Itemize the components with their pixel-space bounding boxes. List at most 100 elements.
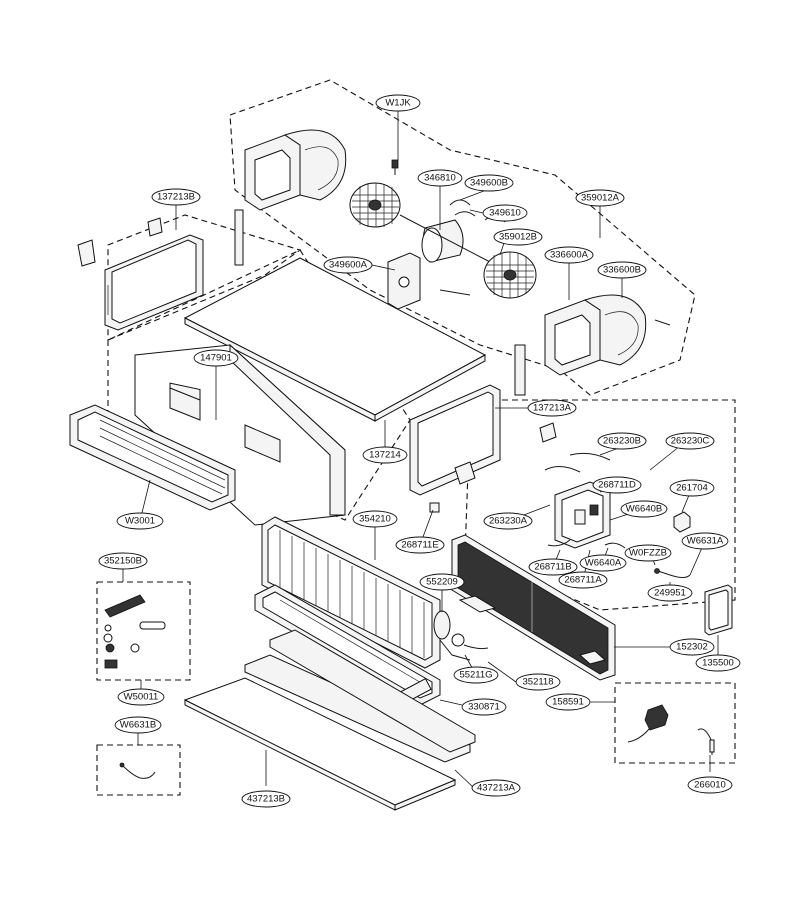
- hardware-kit-outline: [96, 581, 191, 681]
- wiring-harness: [547, 539, 691, 578]
- svg-text:137214: 137214: [369, 450, 401, 461]
- svg-text:359012B: 359012B: [499, 232, 537, 243]
- svg-text:261704: 261704: [676, 483, 708, 494]
- svg-text:W0FZZB: W0FZZB: [629, 548, 667, 559]
- label-w6640a: W6640A: [579, 554, 627, 572]
- label-349600b: 349600B: [464, 174, 514, 192]
- label-w0fzzb: W0FZZB: [624, 544, 672, 562]
- svg-text:349600B: 349600B: [470, 178, 508, 189]
- label-268711d: 268711D: [592, 476, 642, 494]
- label-268711b: 268711B: [528, 558, 578, 576]
- duct-frame: [69, 404, 236, 511]
- svg-text:W6640A: W6640A: [585, 558, 622, 569]
- svg-text:268711B: 268711B: [534, 562, 571, 573]
- label-268711e: 268711E: [395, 536, 445, 554]
- label-w6631b: W6631B: [114, 716, 162, 734]
- label-55211g: 55211G: [453, 666, 499, 684]
- motor-mount-bracket: [387, 252, 421, 310]
- label-263230a: 263230A: [483, 512, 533, 530]
- control-box: [544, 452, 611, 549]
- svg-text:W50011: W50011: [124, 692, 159, 703]
- label-137214: 137214: [362, 446, 408, 464]
- label-336600a: 336600A: [544, 246, 594, 264]
- filter-grille: [451, 534, 616, 681]
- label-w3001: W3001: [116, 512, 164, 530]
- fan-wheel-right: [483, 251, 537, 299]
- svg-text:268711E: 268711E: [401, 540, 438, 551]
- evaporator-coil: [261, 516, 441, 669]
- fan-motor: [399, 214, 491, 263]
- label-152302: 152302: [669, 638, 715, 656]
- front-panel: [134, 343, 346, 526]
- fan-wheel-left: [349, 182, 401, 228]
- svg-text:137213B: 137213B: [157, 192, 195, 203]
- label-135500: 135500: [695, 654, 741, 672]
- label-437213b: 437213B: [241, 790, 291, 808]
- label-w50011: W50011: [117, 688, 165, 706]
- svg-text:268711D: 268711D: [598, 480, 636, 491]
- svg-text:359012A: 359012A: [581, 193, 620, 204]
- side-mounting-bracket-right: [409, 344, 557, 496]
- svg-text:552209: 552209: [426, 577, 458, 588]
- svg-text:352118: 352118: [523, 677, 554, 688]
- svg-text:152302: 152302: [676, 642, 708, 653]
- label-359012a: 359012A: [575, 189, 625, 207]
- svg-text:354210: 354210: [359, 514, 391, 525]
- label-266010: 266010: [687, 776, 733, 794]
- front-panel-group-outline: [107, 249, 411, 521]
- label-349610: 349610: [482, 204, 528, 222]
- svg-text:147901: 147901: [200, 353, 232, 364]
- svg-text:349610: 349610: [489, 208, 521, 219]
- svg-text:263230A: 263230A: [489, 516, 528, 527]
- svg-text:55211G: 55211G: [459, 670, 492, 681]
- sensor-kit-outline: [614, 682, 736, 764]
- svg-text:W3001: W3001: [125, 516, 155, 527]
- label-w6640b: W6640B: [620, 500, 668, 518]
- label-263230b: 263230B: [597, 432, 647, 450]
- label-249951: 249951: [647, 584, 693, 602]
- svg-text:137213A: 137213A: [533, 403, 572, 414]
- svg-text:330871: 330871: [468, 702, 500, 713]
- valve-assembly: [433, 610, 489, 661]
- svg-text:437213A: 437213A: [477, 783, 516, 794]
- side-plate-135500: [704, 584, 733, 636]
- wire-kit-parts: [119, 762, 156, 779]
- label-261704: 261704: [669, 479, 715, 497]
- svg-text:W1JK: W1JK: [385, 98, 411, 109]
- label-352118: 352118: [515, 673, 561, 691]
- label-137213b: 137213B: [151, 188, 201, 206]
- sensor-kit-parts: [627, 704, 715, 755]
- svg-text:W6631A: W6631A: [687, 536, 724, 547]
- svg-text:158591: 158591: [552, 697, 584, 708]
- svg-text:W6631B: W6631B: [120, 720, 156, 731]
- svg-text:437213B: 437213B: [247, 794, 285, 805]
- label-352150b: 352150B: [98, 552, 148, 570]
- blower-housing-left: [244, 129, 347, 211]
- label-437213a: 437213A: [471, 779, 521, 797]
- label-147901: 147901: [193, 349, 239, 367]
- label-330871: 330871: [461, 698, 507, 716]
- filter-brackets: [458, 595, 607, 665]
- svg-text:349600A: 349600A: [329, 260, 368, 271]
- label-w6631a: W6631A: [681, 532, 729, 550]
- top-cover-panel: [183, 257, 487, 422]
- label-552209: 552209: [419, 573, 465, 591]
- label-349600a: 349600A: [323, 256, 373, 274]
- label-268711a: 268711A: [558, 571, 608, 589]
- label-359012b: 359012B: [493, 228, 543, 246]
- svg-text:W6640B: W6640B: [626, 504, 662, 515]
- svg-text:352150B: 352150B: [104, 556, 142, 567]
- label-158591: 158591: [545, 693, 591, 711]
- base-rails: [244, 629, 476, 763]
- relay-261704: [673, 511, 691, 533]
- side-mounting-bracket-left: [77, 209, 244, 331]
- svg-text:268711A: 268711A: [564, 575, 602, 586]
- blower-housing-right: [544, 294, 647, 376]
- svg-text:346810: 346810: [424, 173, 456, 184]
- svg-text:336600B: 336600B: [603, 265, 641, 276]
- svg-text:249951: 249951: [654, 588, 686, 599]
- label-354210: 354210: [352, 510, 398, 528]
- label-346810: 346810: [417, 169, 463, 187]
- label-263230c: 263230C: [665, 432, 715, 450]
- svg-text:263230C: 263230C: [671, 436, 710, 447]
